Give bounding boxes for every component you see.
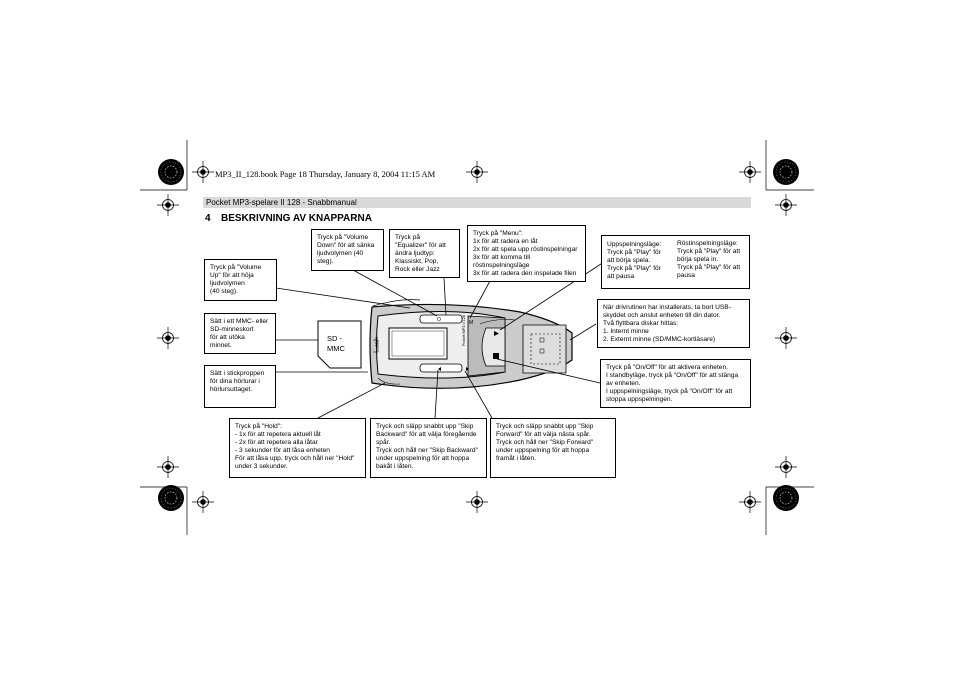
svg-text:M: M xyxy=(469,320,473,326)
section-number: 4 xyxy=(205,213,211,224)
leader-lines xyxy=(275,261,605,419)
sd-card-illustration: SD - MMC xyxy=(317,320,362,369)
callout-menu: Tryck på "Menu": 1x för att radera en lå… xyxy=(467,225,586,282)
stop-button-icon xyxy=(493,353,499,359)
callout-play-playback: Uppspelningsläge: Tryck på "Play" för at… xyxy=(607,241,662,281)
svg-text:MMC: MMC xyxy=(327,344,345,353)
callout-play-recording: Röstinspelningsläge: Tryck på "Play" för… xyxy=(677,240,741,280)
device-model-text: Pocket MP3 II 128 xyxy=(462,315,466,346)
callout-sd-card: Sätt i ett MMC- eller SD-minneskort för … xyxy=(204,313,276,354)
crop-marks xyxy=(140,140,814,535)
device-brand-text: AKAI xyxy=(374,337,379,347)
callout-volume-down: Tryck på "Volume Down" för att sänka lju… xyxy=(311,229,384,271)
header-bar xyxy=(203,197,751,208)
sd-card-label: SD - xyxy=(327,334,343,343)
callout-headphone: Sätt i stickproppen för dina hörlurar i … xyxy=(204,365,276,408)
skip-forward-icon xyxy=(466,367,469,371)
book-file-info: MP3_II_128.book Page 18 Thursday, Januar… xyxy=(215,169,436,179)
callout-skip-forward: Tryck och släpp snabbt upp "Skip Forward… xyxy=(490,418,616,478)
play-button-icon xyxy=(494,331,499,336)
callout-equalizer: Tryck på "Equalizer" för att ändra ljudt… xyxy=(389,229,460,278)
skip-backward-icon xyxy=(438,367,441,371)
usb-cap xyxy=(522,324,567,374)
mp3-player-device: AKAI Pocket MP3 II 128 O M xyxy=(369,299,573,389)
callout-skip-backward: Tryck och släpp snabbt upp "Skip Backwar… xyxy=(370,418,487,478)
callout-on-off: Tryck på "On/Off" för att aktivera enhet… xyxy=(600,359,751,408)
top-buttons xyxy=(419,314,463,324)
running-header: Pocket MP3-spelare II 128 - Snabbmanual xyxy=(206,198,357,207)
section-title: BESKRIVNING AV KNAPPARNA xyxy=(221,213,372,224)
callout-volume-up: Tryck på "Volume Up" för att höja ljudvo… xyxy=(204,259,277,301)
callout-usb: När drivrutinen har installerats, ta bor… xyxy=(597,299,750,348)
callout-hold: Tryck på "Hold": - 1x för att repetera a… xyxy=(229,418,366,478)
svg-text:O: O xyxy=(437,317,441,323)
callout-play: Uppspelningsläge: Tryck på "Play" för at… xyxy=(601,235,750,289)
